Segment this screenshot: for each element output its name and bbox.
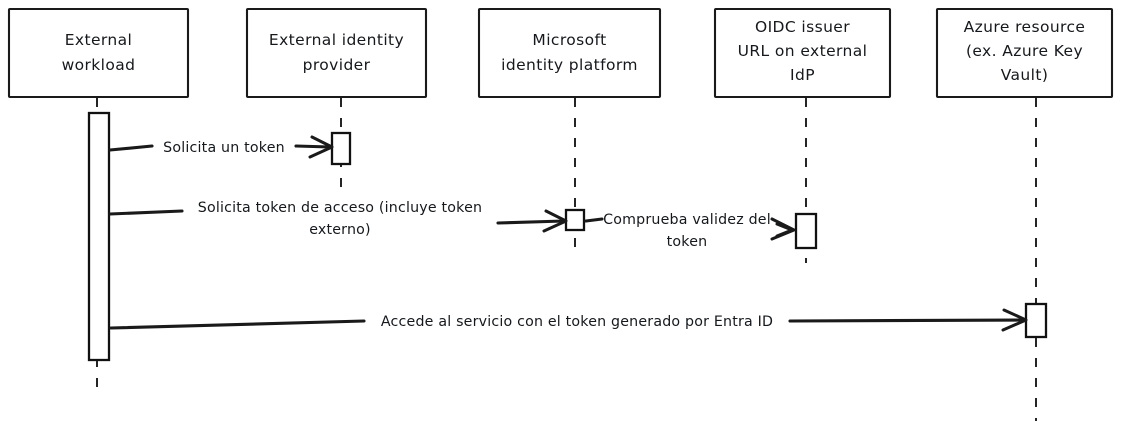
message-line-solicita-token-de-acceso-left — [108, 209, 184, 216]
message-label-accede-al-servicio: Accede al servicio con el token generado… — [381, 314, 773, 330]
participant-label-oidc-issuer-url-line3: IdP — [790, 66, 815, 84]
message-line-solicita-un-token-right — [294, 144, 332, 149]
participant-box-azure-resource[interactable] — [935, 7, 1114, 99]
message-solicita-un-token[interactable]: Solicita un token — [108, 135, 334, 159]
participant-label-oidc-issuer-url-line1: OIDC issuer — [755, 18, 850, 36]
arrowhead-solicita-un-token — [308, 135, 334, 159]
participant-label-external-identity-provider-line2: provider — [303, 56, 371, 74]
participant-box-external-workload[interactable] — [7, 7, 190, 99]
participant-label-azure-resource-line2: (ex. Azure Key — [966, 42, 1083, 60]
arrowhead-comprueba-validez-inner — [775, 222, 794, 238]
message-line-solicita-token-de-acceso-right — [496, 219, 566, 225]
message-label-solicita-token-de-acceso-line2: externo) — [309, 222, 371, 238]
participant-azure-resource[interactable]: Azure resource (ex. Azure Key Vault) — [935, 7, 1114, 99]
message-line-accede-al-servicio-left — [109, 319, 366, 330]
activation-bar-oidc-issuer-url — [794, 212, 818, 250]
activation-bar-microsoft-identity-platform — [564, 208, 586, 232]
message-line-solicita-un-token-left — [108, 144, 154, 152]
participant-box-external-identity-provider[interactable] — [245, 7, 428, 99]
arrowhead-solicita-token-de-acceso — [542, 209, 568, 233]
participant-external-identity-provider[interactable]: External identity provider — [245, 7, 428, 99]
message-accede-al-servicio[interactable]: Accede al servicio con el token generado… — [109, 308, 1028, 332]
participant-label-azure-resource-line3: Vault) — [1001, 66, 1049, 84]
message-line-comprueba-validez-left — [584, 217, 604, 223]
message-comprueba-validez-del-token[interactable]: Comprueba validez del token — [584, 212, 796, 250]
message-label-comprueba-validez-line2: token — [667, 234, 708, 250]
activation-bar-azure-resource — [1024, 302, 1048, 339]
participant-microsoft-identity-platform[interactable]: Microsoft identity platform — [477, 7, 662, 99]
message-solicita-token-de-acceso[interactable]: Solicita token de acceso (incluye token … — [108, 200, 568, 238]
participant-oidc-issuer-url[interactable]: OIDC issuer URL on external IdP — [713, 7, 892, 99]
participant-label-external-identity-provider-line1: External identity — [269, 31, 404, 49]
participant-box-oidc-issuer-url[interactable] — [713, 7, 892, 99]
message-label-solicita-un-token: Solicita un token — [163, 140, 285, 156]
participant-label-azure-resource-line1: Azure resource — [964, 18, 1086, 36]
participant-label-microsoft-identity-platform-line1: Microsoft — [532, 31, 606, 49]
participant-label-external-workload-line1: External — [65, 31, 133, 49]
message-label-comprueba-validez-line1: Comprueba validez del — [603, 212, 771, 228]
participant-box-microsoft-identity-platform[interactable] — [477, 7, 662, 99]
message-label-solicita-token-de-acceso-line1: Solicita token de acceso (incluye token — [198, 200, 482, 216]
participant-label-microsoft-identity-platform-line2: identity platform — [501, 56, 638, 74]
arrowhead-accede-al-servicio — [1001, 308, 1028, 332]
participant-label-external-workload-line2: workload — [62, 56, 136, 74]
participant-external-workload[interactable]: External workload — [7, 7, 190, 99]
activation-bar-external-workload — [87, 111, 111, 362]
activation-bar-external-identity-provider — [330, 131, 352, 166]
activation-bars-group — [87, 111, 1048, 362]
participant-label-oidc-issuer-url-line2: URL on external — [738, 42, 868, 60]
message-line-accede-al-servicio-right — [788, 318, 1026, 323]
